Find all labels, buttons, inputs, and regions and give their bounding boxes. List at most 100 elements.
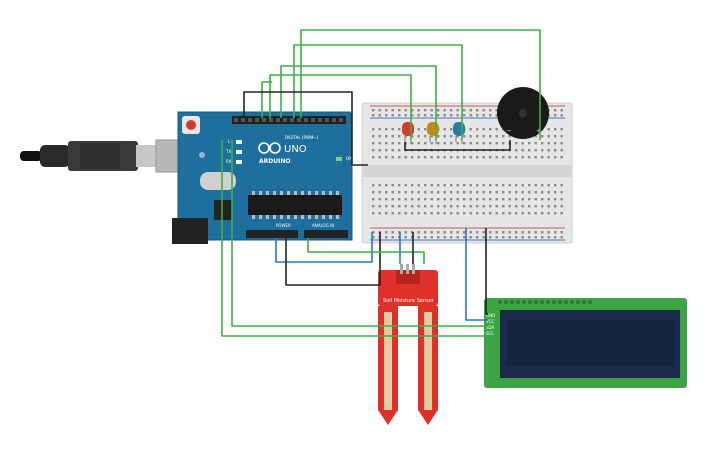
breadboard-hole: [489, 156, 492, 159]
power-label: POWER: [276, 223, 291, 228]
breadboard-hole: [450, 135, 453, 138]
reset-button[interactable]: [186, 120, 196, 130]
breadboard-hole: [489, 231, 492, 234]
breadboard-hole: [495, 205, 498, 208]
breadboard-hole: [521, 236, 524, 239]
breadboard-hole: [495, 184, 498, 187]
breadboard-hole: [437, 191, 440, 194]
arduino-model-text: UNO: [284, 144, 307, 155]
breadboard-hole: [430, 198, 433, 201]
breadboard-hole: [450, 142, 453, 145]
breadboard-hole: [554, 231, 557, 234]
wire-blue-5v: [275, 232, 373, 263]
breadboard-hole: [385, 198, 388, 201]
breadboard-hole: [404, 135, 407, 138]
breadboard-hole: [515, 212, 518, 215]
breadboard-hole: [469, 114, 472, 117]
breadboard-hole: [476, 184, 479, 187]
breadboard-hole: [417, 142, 420, 145]
breadboard-hole: [411, 135, 414, 138]
breadboard-hole: [398, 135, 401, 138]
breadboard-hole: [502, 135, 505, 138]
breadboard-hole: [560, 109, 563, 112]
breadboard-hole: [398, 128, 401, 131]
breadboard-hole: [391, 184, 394, 187]
breadboard-hole: [456, 114, 459, 117]
breadboard-hole: [482, 156, 485, 159]
breadboard-hole: [515, 142, 518, 145]
arduino-brand-text: ARDUINO: [259, 158, 290, 165]
breadboard-hole: [372, 212, 375, 215]
breadboard-hole: [430, 135, 433, 138]
breadboard-hole: [417, 191, 420, 194]
breadboard-hole: [528, 231, 531, 234]
breadboard-hole: [508, 191, 511, 194]
breadboard-hole: [495, 142, 498, 145]
breadboard-hole: [560, 231, 563, 234]
breadboard-hole: [372, 114, 375, 117]
breadboard-hole: [450, 231, 453, 234]
breadboard-hole: [430, 156, 433, 159]
breadboard-hole: [385, 142, 388, 145]
breadboard-hole: [411, 191, 414, 194]
breadboard-hole: [385, 135, 388, 138]
breadboard-hole: [554, 135, 557, 138]
breadboard-hole: [495, 198, 498, 201]
breadboard-hole: [391, 212, 394, 215]
breadboard-hole: [450, 236, 453, 239]
breadboard-hole: [411, 198, 414, 201]
breadboard-hole: [502, 198, 505, 201]
breadboard-hole: [424, 236, 427, 239]
breadboard-hole: [541, 184, 544, 187]
breadboard-hole: [469, 184, 472, 187]
arduino-logo-icon: [258, 142, 281, 154]
breadboard-hole: [398, 191, 401, 194]
breadboard-hole: [443, 114, 446, 117]
breadboard-hole: [482, 184, 485, 187]
breadboard-hole: [417, 128, 420, 131]
breadboard-hole: [547, 191, 550, 194]
breadboard-hole: [430, 231, 433, 234]
breadboard-hole: [385, 156, 388, 159]
breadboard-hole: [456, 205, 459, 208]
breadboard-hole: [534, 149, 537, 152]
breadboard-hole: [437, 156, 440, 159]
breadboard-hole: [385, 205, 388, 208]
breadboard-hole: [534, 231, 537, 234]
breadboard-hole: [437, 184, 440, 187]
sensor-label: Soil Moisture Sensor: [383, 298, 435, 304]
breadboard-hole: [372, 156, 375, 159]
breadboard-hole: [469, 109, 472, 112]
breadboard-hole: [385, 114, 388, 117]
breadboard-hole: [430, 205, 433, 208]
breadboard-hole: [456, 142, 459, 145]
breadboard-hole: [502, 142, 505, 145]
breadboard-hole: [378, 128, 381, 131]
breadboard-hole: [469, 231, 472, 234]
breadboard-hole: [456, 156, 459, 159]
breadboard-hole: [430, 114, 433, 117]
breadboard-hole: [482, 198, 485, 201]
breadboard-hole: [547, 149, 550, 152]
breadboard-hole: [424, 184, 427, 187]
breadboard-hole: [378, 184, 381, 187]
breadboard-hole: [404, 205, 407, 208]
breadboard-hole: [508, 135, 511, 138]
breadboard-hole: [456, 198, 459, 201]
wire-green-scl: [221, 140, 488, 337]
breadboard-hole: [424, 212, 427, 215]
breadboard-hole: [521, 156, 524, 159]
breadboard-hole: [456, 236, 459, 239]
usb-cable: [20, 139, 195, 173]
breadboard-hole: [541, 156, 544, 159]
breadboard-hole: [547, 205, 550, 208]
breadboard-hole: [398, 142, 401, 145]
breadboard-hole: [385, 109, 388, 112]
breadboard-hole: [554, 205, 557, 208]
lcd-pin-gnd: GND: [486, 313, 495, 318]
on-led-label: ON: [346, 156, 352, 161]
wire-green-led-blue: [293, 44, 463, 140]
breadboard-hole: [456, 135, 459, 138]
power-jack: [172, 218, 208, 244]
breadboard-hole: [508, 156, 511, 159]
